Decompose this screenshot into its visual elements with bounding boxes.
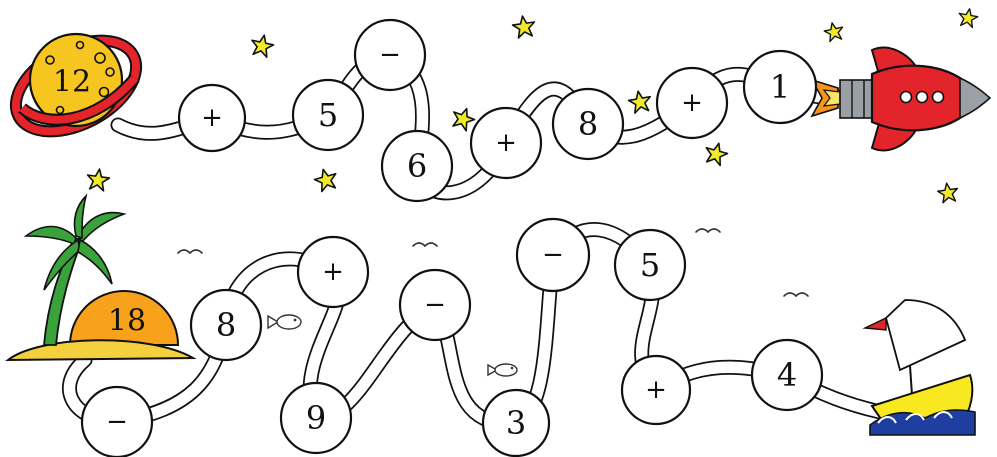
bottom-node-4[interactable]: 9 [279,381,353,455]
top-node-7-label: + [681,88,703,118]
bottom-node-6-label: 3 [506,404,526,442]
top-node-7[interactable]: + [655,66,729,140]
planet-start: 12 [9,32,143,138]
bottom-node-3-label: + [322,257,344,287]
top-node-6-label: 8 [578,105,598,143]
decorative-birds [177,228,809,298]
bottom-node-1-label: 8 [216,306,236,344]
bottom-node-7-label: − [542,240,564,270]
top-node-8-label: 1 [770,68,790,106]
island-start: 18 [5,193,197,362]
decorative-fish [267,314,518,377]
bottom-node-5[interactable]: − [398,268,472,342]
top-node-1[interactable]: + [177,83,247,153]
bottom-node-8[interactable]: 5 [613,228,687,302]
bottom-node-10[interactable]: 4 [750,338,824,412]
top-node-5[interactable]: + [469,106,543,180]
bottom-node-9-label: + [645,375,667,405]
bottom-node-9[interactable]: + [620,354,692,426]
top-node-3[interactable]: − [353,18,427,92]
top-node-1-label: + [201,103,223,133]
bottom-node-7[interactable]: − [515,217,591,293]
bottom-node-2-label: − [106,407,128,437]
top-node-2[interactable]: 5 [291,78,365,152]
top-node-2-label: 5 [318,96,338,134]
top-node-5-label: + [495,128,517,158]
top-node-4[interactable]: 6 [380,129,454,203]
sailboat-goal [862,299,976,436]
planet-start-value: 12 [53,65,91,100]
island-start-value: 18 [108,304,146,339]
bottom-node-5-label: − [424,290,446,320]
top-node-8[interactable]: 1 [742,49,818,125]
bottom-node-1[interactable]: 8 [189,288,263,362]
rocket-goal [810,46,992,152]
top-node-4-label: 6 [407,147,427,185]
bottom-node-4-label: 9 [306,399,326,437]
top-node-6[interactable]: 8 [551,87,625,161]
bottom-node-6[interactable]: 3 [481,388,551,457]
top-node-3-label: − [379,40,401,70]
bottom-node-3[interactable]: + [296,235,370,309]
bottom-node-2[interactable]: − [80,385,154,457]
bottom-node-10-label: 4 [777,356,797,394]
bottom-node-8-label: 5 [640,246,660,284]
